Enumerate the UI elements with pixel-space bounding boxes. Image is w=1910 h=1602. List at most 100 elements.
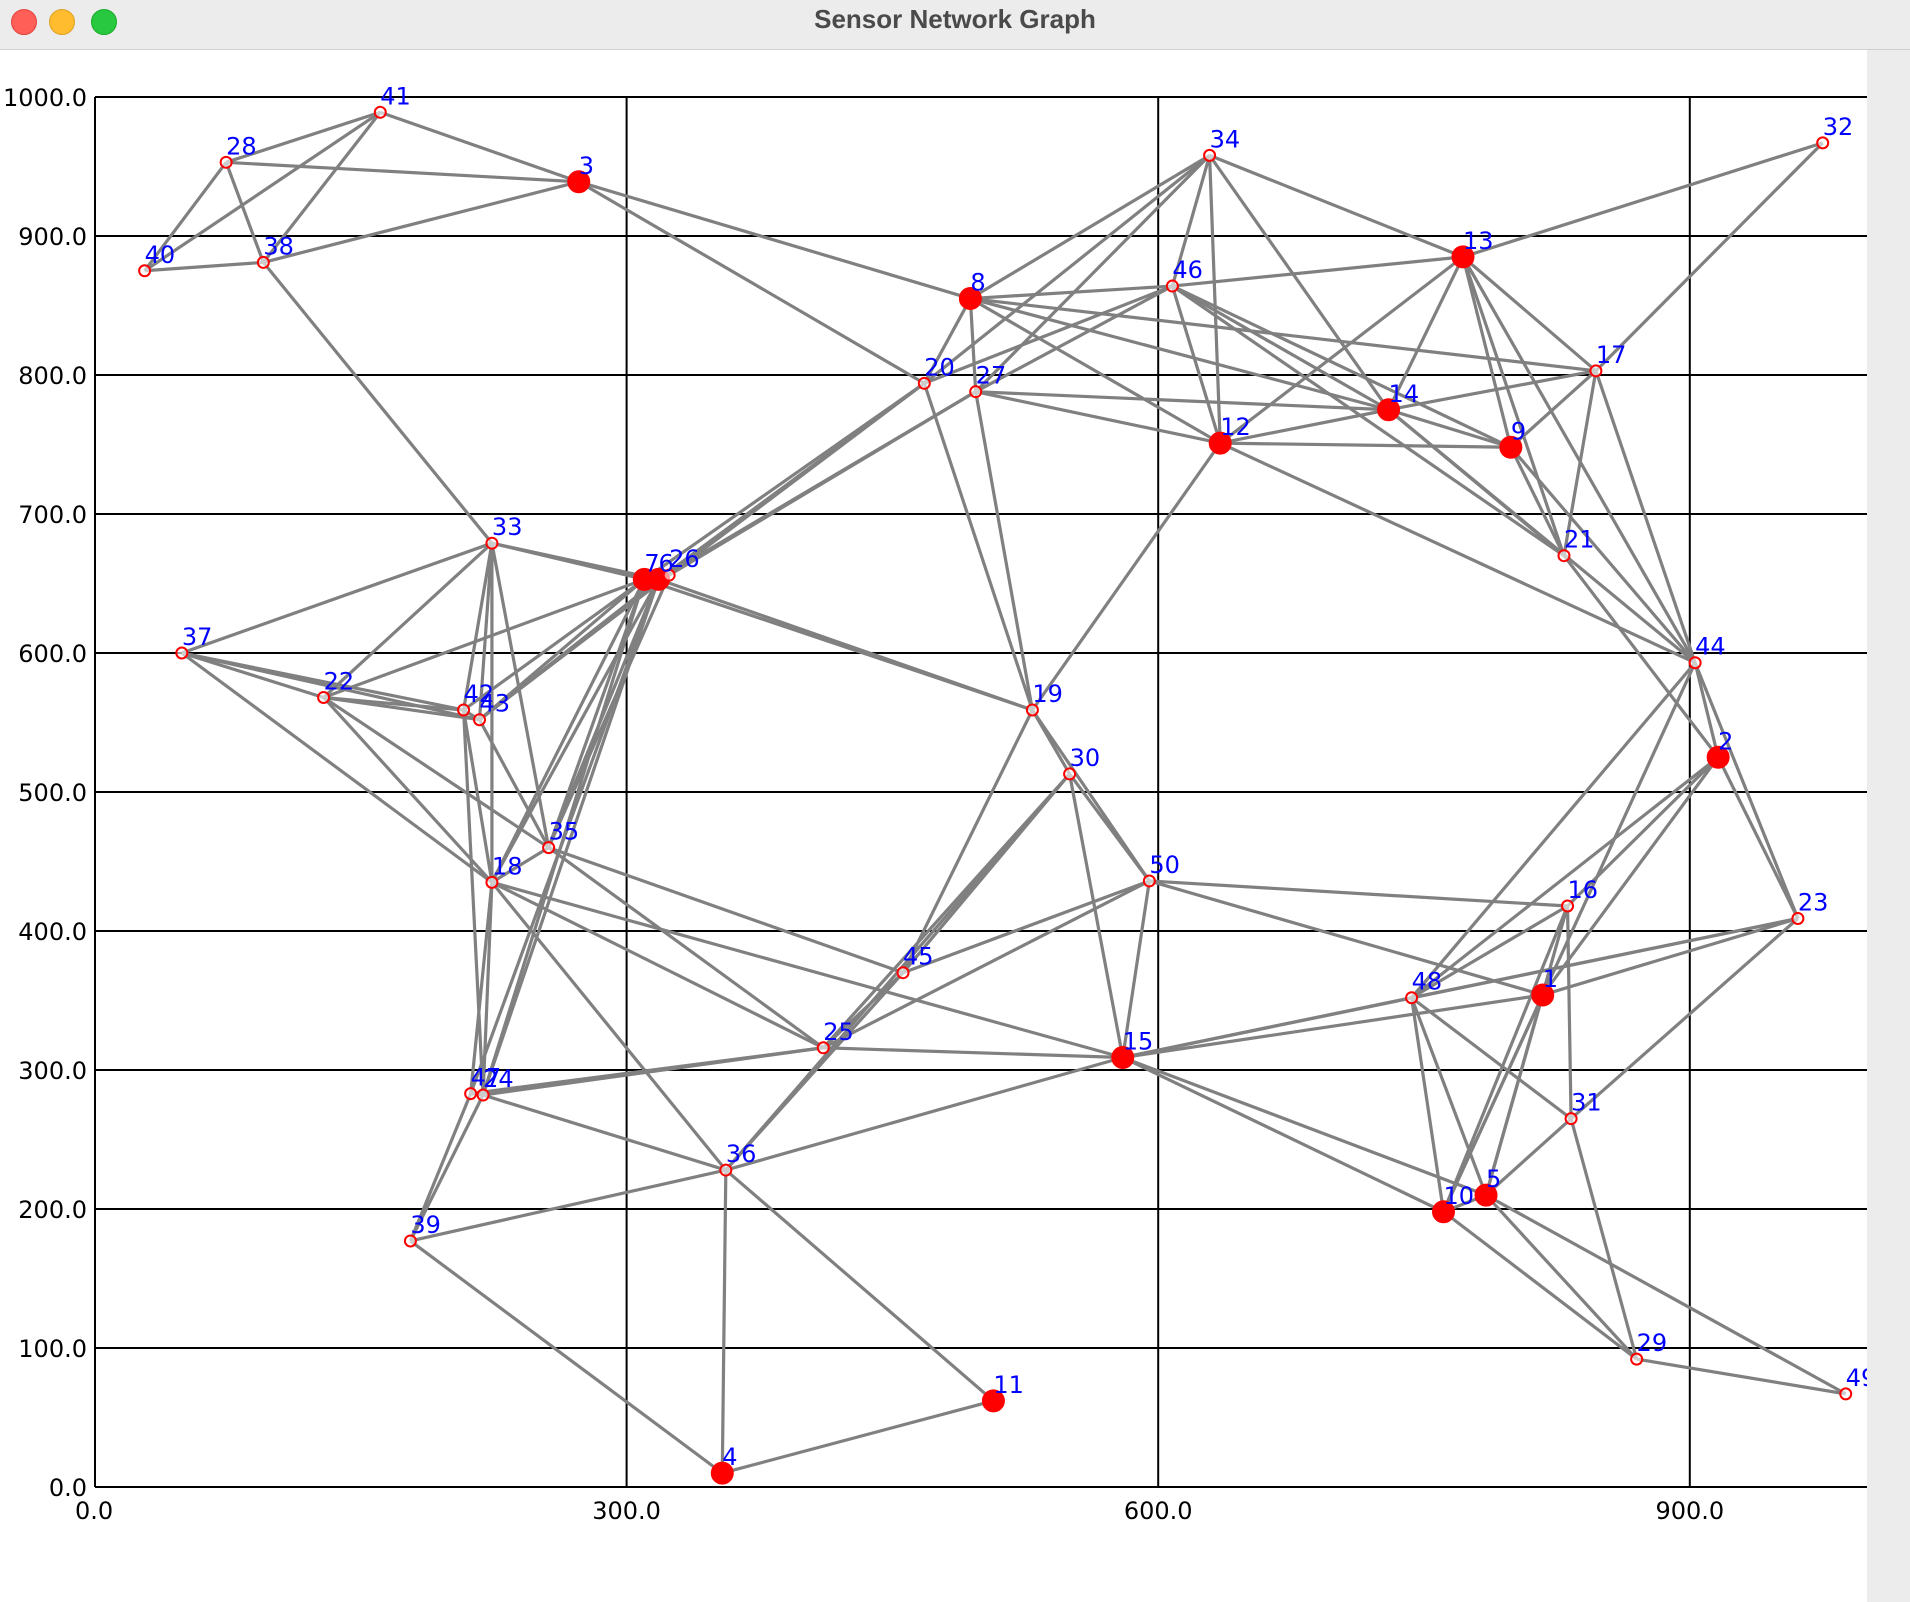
- node-label-44: 44: [1695, 633, 1726, 661]
- close-window-button[interactable]: [11, 9, 37, 35]
- edge-41-3: [379, 110, 580, 184]
- node-label-25: 25: [823, 1018, 854, 1046]
- node-29: [1630, 1352, 1644, 1366]
- edge-29-49: [1636, 1357, 1846, 1396]
- y-tick-label: 100.0: [18, 1335, 87, 1363]
- edge-48-15: [1122, 996, 1412, 1060]
- node-44: [1688, 656, 1702, 670]
- edge-15-50: [1121, 880, 1151, 1058]
- edge-42-7: [462, 578, 646, 712]
- y-tick-label: 400.0: [18, 918, 87, 946]
- node-1: [1531, 983, 1555, 1007]
- edge-22-43: [323, 695, 480, 722]
- node-label-38: 38: [263, 232, 294, 260]
- graph-nodes: [138, 105, 1853, 1485]
- edge-17-32: [1594, 141, 1824, 372]
- node-label-30: 30: [1070, 744, 1101, 772]
- edge-45-36: [724, 971, 905, 1172]
- node-41: [373, 105, 387, 119]
- node-39: [403, 1234, 417, 1248]
- node-label-1: 1: [1543, 965, 1558, 993]
- window-edge: [1867, 50, 1910, 1602]
- node-9: [1499, 435, 1523, 459]
- node-10: [1431, 1200, 1455, 1224]
- edge-14-17: [1388, 369, 1597, 412]
- edge-15-10: [1122, 1056, 1445, 1214]
- edge-38-3: [262, 180, 580, 264]
- edge-37-43: [181, 651, 480, 722]
- edge-19-45: [901, 709, 1034, 974]
- node-label-23: 23: [1798, 888, 1829, 916]
- edge-1-10: [1442, 994, 1545, 1213]
- edge-22-7: [323, 577, 645, 699]
- edge-27-46: [974, 284, 1174, 394]
- node-label-32: 32: [1823, 113, 1854, 141]
- edge-4-11: [721, 1399, 994, 1475]
- edge-27-19: [974, 391, 1034, 711]
- axis-tick-labels: 0.0100.0200.0300.0400.0500.0600.0700.080…: [3, 84, 1724, 1525]
- edge-15-30: [1068, 773, 1125, 1058]
- node-47: [464, 1087, 478, 1101]
- node-36: [719, 1163, 733, 1177]
- edge-35-18: [491, 846, 550, 884]
- node-label-35: 35: [549, 818, 580, 846]
- node-label-42: 42: [464, 680, 495, 708]
- maximize-window-button[interactable]: [91, 9, 117, 35]
- node-label-7: 7: [644, 549, 659, 577]
- edge-36-11: [724, 1168, 995, 1403]
- edge-16-48: [1410, 904, 1569, 1000]
- node-7: [632, 567, 656, 591]
- edge-27-34: [974, 154, 1211, 393]
- edge-16-31: [1565, 905, 1573, 1119]
- edge-2-23: [1716, 756, 1800, 920]
- edge-42-18: [461, 709, 494, 883]
- node-8: [958, 287, 982, 311]
- node-13: [1451, 245, 1475, 269]
- edge-45-25: [822, 971, 905, 1049]
- edge-36-4: [720, 1170, 728, 1474]
- y-tick-label: 600.0: [18, 640, 87, 668]
- node-17: [1589, 364, 1603, 378]
- edge-36-24: [482, 1093, 727, 1172]
- node-27: [969, 385, 983, 399]
- edge-18-7: [490, 578, 646, 884]
- node-label-10: 10: [1443, 1182, 1474, 1210]
- node-31: [1564, 1112, 1578, 1126]
- edge-8-46: [970, 284, 1173, 301]
- minimize-window-button[interactable]: [49, 9, 75, 35]
- node-14: [1377, 398, 1401, 422]
- title-bar: Sensor Network Graph: [0, 0, 1910, 50]
- edge-8-20: [922, 297, 972, 385]
- y-tick-label: 300.0: [18, 1057, 87, 1085]
- edge-22-35: [322, 696, 550, 849]
- edge-23-48: [1411, 916, 1799, 1000]
- edge-48-5: [1410, 997, 1488, 1196]
- node-label-43: 43: [480, 690, 511, 718]
- node-label-8: 8: [970, 269, 985, 297]
- node-label-28: 28: [226, 132, 257, 160]
- edge-39-24: [408, 1094, 485, 1242]
- edge-20-46: [923, 284, 1173, 385]
- edge-17-44: [1594, 370, 1697, 664]
- edge-28-3: [226, 160, 579, 184]
- edge-14-9: [1388, 408, 1512, 449]
- edge-13-21: [1461, 256, 1566, 557]
- node-25: [816, 1041, 830, 1055]
- edge-8-17: [970, 296, 1597, 373]
- y-tick-label: 500.0: [18, 779, 87, 807]
- edge-44-23: [1693, 662, 1800, 920]
- edge-2-16: [1566, 756, 1720, 908]
- edge-43-6: [478, 578, 660, 721]
- edge-6-47: [469, 578, 660, 1095]
- node-label-13: 13: [1463, 227, 1494, 255]
- edge-20-19: [922, 382, 1034, 711]
- node-11: [981, 1389, 1005, 1413]
- edge-41-28: [225, 110, 381, 164]
- node-label-47: 47: [471, 1064, 502, 1092]
- node-40: [138, 264, 152, 278]
- x-tick-label: 600.0: [1124, 1497, 1193, 1525]
- edge-27-14: [975, 390, 1389, 412]
- edge-9-17: [1509, 369, 1597, 449]
- node-50: [1142, 874, 1156, 888]
- edge-23-31: [1570, 917, 1799, 1120]
